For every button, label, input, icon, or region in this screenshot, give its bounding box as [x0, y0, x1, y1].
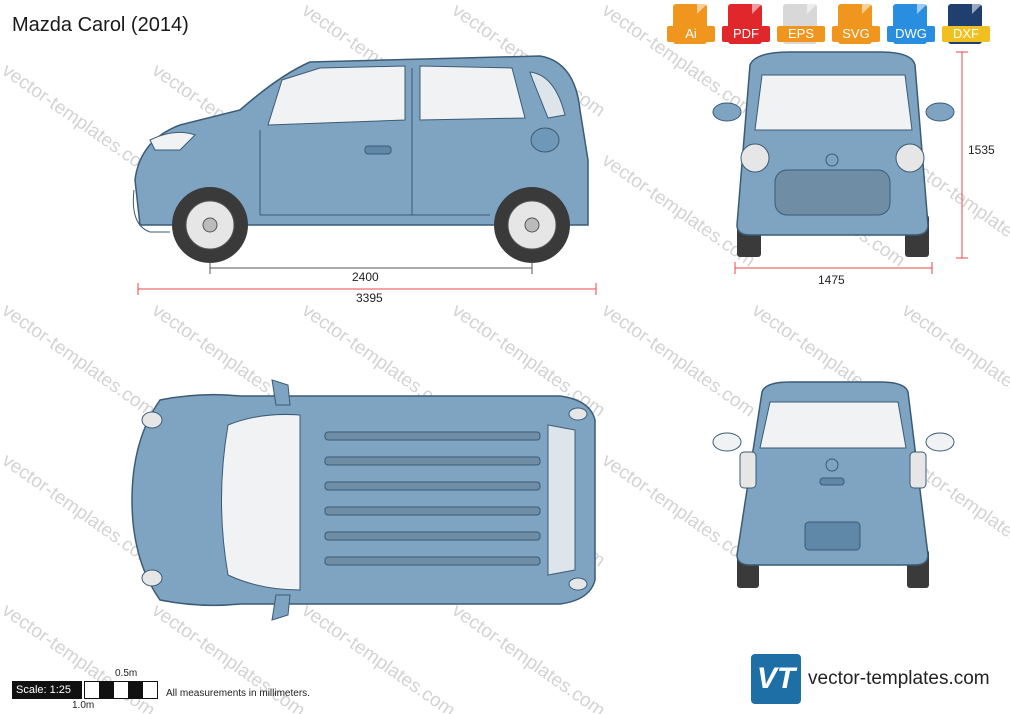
format-badges: Ai PDF EPS SVG DWG DXF: [667, 4, 990, 48]
format-svg-icon[interactable]: SVG: [832, 4, 880, 48]
scale-large-mark: 1.0m: [72, 700, 95, 711]
scale-label: Scale: 1:25: [12, 681, 82, 699]
rear-view: [712, 381, 955, 588]
side-view: [132, 55, 597, 295]
width-label: 1475: [818, 273, 845, 287]
scale-small-mark: 0.5m: [115, 668, 138, 679]
format-eps-icon[interactable]: EPS: [777, 4, 825, 48]
format-dxf-icon[interactable]: DXF: [942, 4, 990, 48]
vt-logo-icon[interactable]: VT: [751, 654, 801, 704]
top-view: [131, 379, 596, 621]
format-pdf-icon[interactable]: PDF: [722, 4, 770, 48]
measurement-note: All measurements in millimeters.: [166, 688, 310, 699]
format-ai-icon[interactable]: Ai: [667, 4, 715, 48]
length-label: 3395: [356, 291, 383, 305]
scale-bar: [84, 681, 158, 699]
format-dwg-icon[interactable]: DWG: [887, 4, 935, 48]
height-label: 1535: [968, 143, 995, 157]
front-view: [712, 51, 968, 274]
page-title: Mazda Carol (2014): [12, 14, 189, 36]
brand-site-link[interactable]: vector-templates.com: [808, 668, 990, 689]
wheelbase-label: 2400: [352, 270, 379, 284]
